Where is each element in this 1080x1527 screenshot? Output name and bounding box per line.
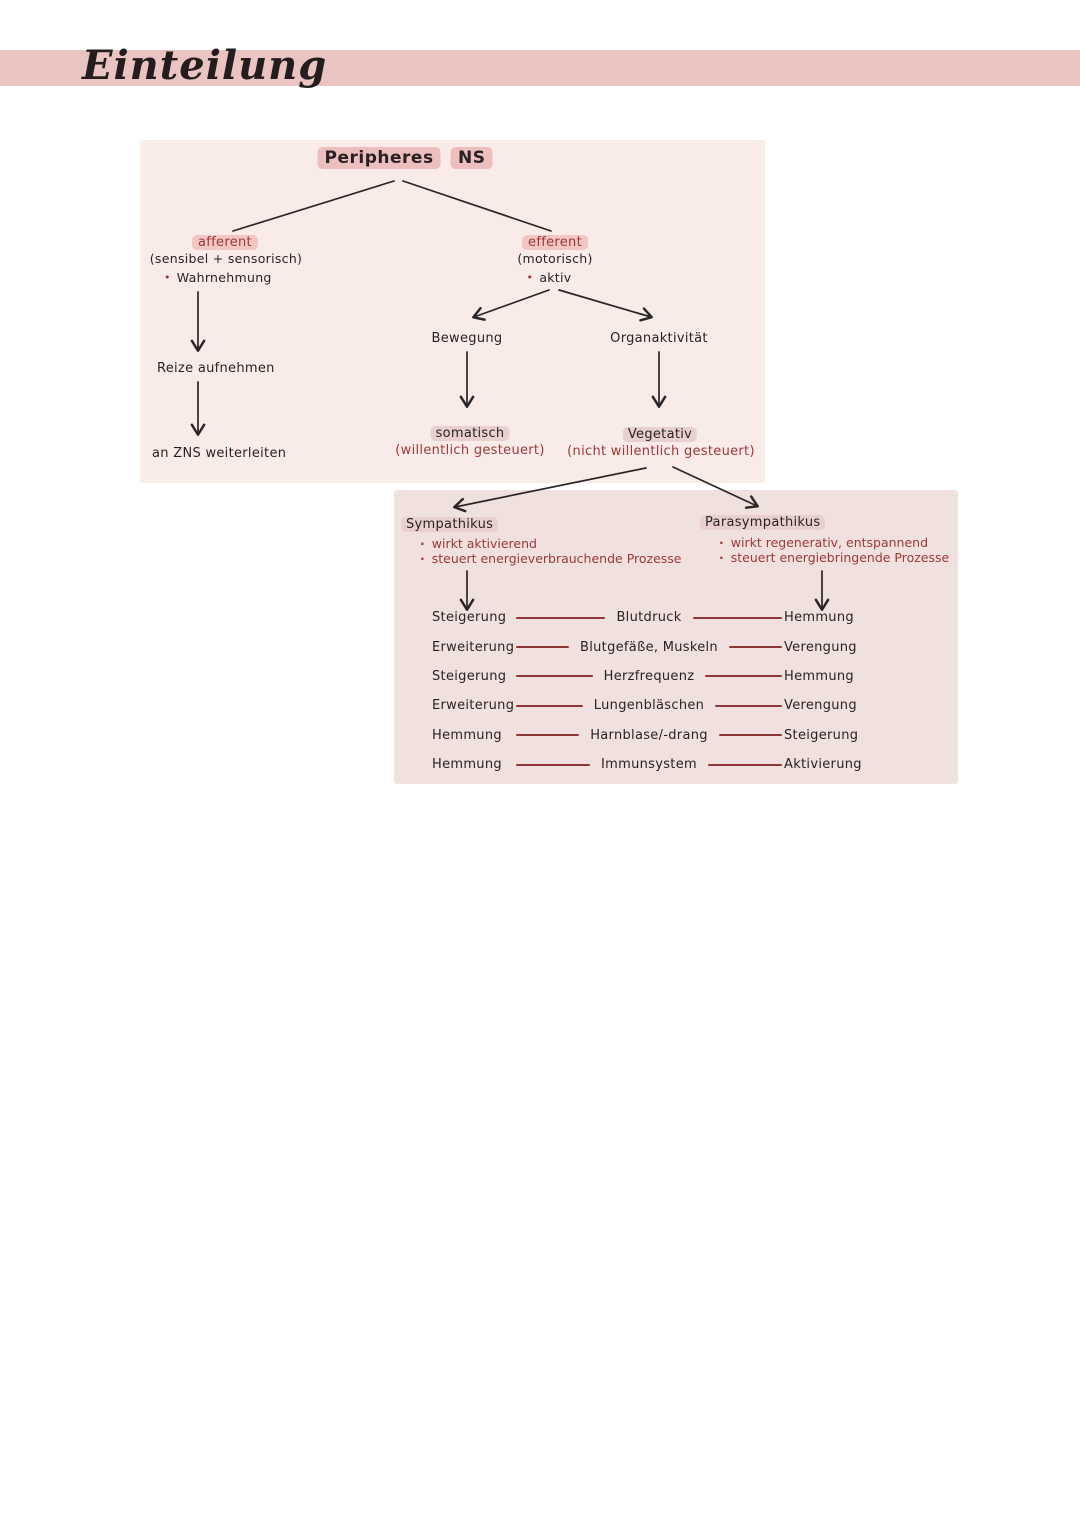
root-node: Peripheres NS bbox=[317, 147, 493, 169]
afferent-subtitle: (sensibel + sensorisch) bbox=[149, 251, 303, 266]
sym-effect: Hemmung bbox=[432, 757, 502, 773]
title-banner bbox=[0, 50, 1080, 86]
organ-label: Harnblase/-drang bbox=[590, 727, 708, 743]
parasympathikus-label: Parasympathikus bbox=[700, 515, 826, 530]
para-effect: Hemmung bbox=[784, 610, 854, 626]
para-effect: Verengung bbox=[784, 698, 857, 714]
sym-effect: Erweiterung bbox=[432, 698, 515, 714]
organ-label: Lungenbläschen bbox=[593, 698, 705, 714]
sym-effect: Steigerung bbox=[432, 610, 507, 626]
efferent-subtitle: (motorisch) bbox=[517, 251, 593, 266]
sympathikus-points: wirkt aktivierend steuert energieverbrau… bbox=[420, 536, 682, 566]
table-row: Steigerung Herzfrequenz Hemmung bbox=[432, 662, 856, 691]
organaktivitaet-node: Organaktivität bbox=[610, 331, 708, 346]
wire bbox=[516, 763, 591, 766]
para-effect: Steigerung bbox=[784, 727, 859, 743]
sympathikus-point-1: wirkt aktivierend bbox=[420, 536, 682, 551]
efferent-node: efferent bbox=[522, 235, 588, 250]
parasympathikus-node: Parasympathikus bbox=[700, 515, 826, 530]
wire bbox=[516, 734, 580, 737]
table-row: Hemmung Harnblase/-drang Steigerung bbox=[432, 721, 859, 750]
para-effect: Hemmung bbox=[784, 668, 854, 684]
page-title: Einteilung bbox=[82, 42, 328, 89]
somatisch-label: somatisch bbox=[430, 426, 510, 441]
sympathikus-node: Sympathikus bbox=[401, 517, 499, 532]
vegetativ-label: Vegetativ bbox=[622, 427, 698, 442]
organ-label: Immunsystem bbox=[601, 757, 697, 773]
wire bbox=[718, 734, 782, 737]
sympathikus-label: Sympathikus bbox=[401, 517, 499, 532]
table-row: Hemmung Immunsystem Aktivierung bbox=[432, 750, 862, 779]
afferent-node: afferent bbox=[192, 235, 258, 250]
somatisch-node: somatisch bbox=[430, 426, 510, 441]
root-word-ns: NS bbox=[450, 147, 493, 169]
para-effect: Verengung bbox=[784, 639, 857, 655]
table-row: Steigerung Blutdruck Hemmung bbox=[432, 603, 856, 632]
wire bbox=[516, 616, 606, 619]
organ-effect-table: Steigerung Blutdruck Hemmung Erweiterung… bbox=[432, 603, 862, 779]
table-row: Erweiterung Blutgefäße, Muskeln Verengun… bbox=[432, 632, 857, 661]
root-word-peripheres: Peripheres bbox=[317, 147, 441, 169]
wire bbox=[516, 704, 583, 707]
step-an-zns-weiterleiten: an ZNS weiterleiten bbox=[152, 446, 287, 461]
sym-effect: Hemmung bbox=[432, 727, 502, 743]
sym-effect: Erweiterung bbox=[432, 639, 515, 655]
efferent-label: efferent bbox=[522, 235, 588, 250]
afferent-label: afferent bbox=[192, 235, 258, 250]
para-effect: Aktivierung bbox=[784, 757, 862, 773]
parasympathikus-point-1: wirkt regenerativ, entspannend bbox=[719, 535, 949, 550]
organ-label: Blutdruck bbox=[616, 610, 682, 626]
wire bbox=[728, 646, 782, 649]
vegetativ-note: (nicht willentlich gesteuert) bbox=[567, 444, 755, 459]
parasympathikus-points: wirkt regenerativ, entspannend steuert e… bbox=[719, 535, 949, 565]
parasympathikus-point-2: steuert energiebringende Prozesse bbox=[719, 550, 949, 565]
wire bbox=[715, 704, 783, 707]
bewegung-node: Bewegung bbox=[431, 331, 503, 346]
wire bbox=[516, 675, 593, 678]
organ-label: Blutgefäße, Muskeln bbox=[580, 639, 718, 655]
wire bbox=[692, 616, 782, 619]
wire bbox=[707, 763, 783, 766]
afferent-bullet: Wahrnehmung bbox=[164, 270, 272, 285]
table-row: Erweiterung Lungenbläschen Verengung bbox=[432, 691, 857, 720]
sympathikus-point-2: steuert energieverbrauchende Prozesse bbox=[420, 551, 682, 566]
organ-label: Herzfrequenz bbox=[603, 668, 695, 684]
step-reize-aufnehmen: Reize aufnehmen bbox=[157, 361, 275, 376]
efferent-bullet: aktiv bbox=[527, 270, 572, 285]
somatisch-note: (willentlich gesteuert) bbox=[395, 443, 545, 458]
wire bbox=[705, 675, 783, 678]
wire bbox=[516, 646, 570, 649]
vegetativ-node: Vegetativ bbox=[622, 427, 698, 442]
sym-effect: Steigerung bbox=[432, 668, 507, 684]
